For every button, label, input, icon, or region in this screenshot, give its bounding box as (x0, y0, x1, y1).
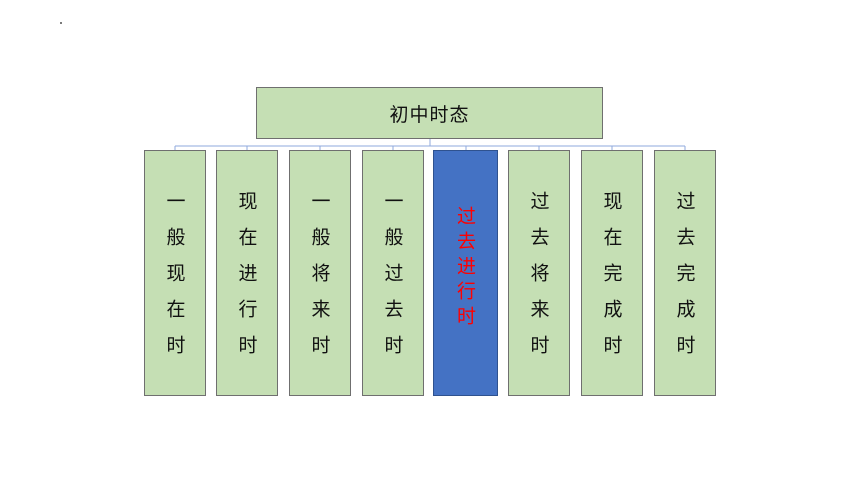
tense-node-past-continuous: 过去进行时 (433, 150, 498, 396)
tense-node-simple-past: 一般过去时 (362, 150, 424, 396)
tense-node-past-future: 过去将来时 (508, 150, 570, 396)
root-node-label: 初中时态 (389, 103, 470, 126)
tense-node-present-perfect: 现在完成时 (581, 150, 643, 396)
tense-node-simple-present: 一般现在时 (144, 150, 206, 396)
tense-node-label: 一般将来时 (308, 191, 331, 371)
tense-node-label: 过去完成时 (673, 191, 696, 371)
tense-node-label: 过去进行时 (454, 206, 476, 331)
tense-node-simple-future: 一般将来时 (289, 150, 351, 396)
root-node: 初中时态 (256, 87, 603, 139)
decorative-dot (60, 22, 62, 24)
tense-node-label: 过去将来时 (527, 191, 550, 371)
tense-node-label: 现在完成时 (600, 191, 623, 371)
tense-node-past-perfect: 过去完成时 (654, 150, 716, 396)
tense-node-label: 一般过去时 (381, 191, 404, 371)
tense-node-present-continuous: 现在进行时 (216, 150, 278, 396)
tense-node-label: 现在进行时 (235, 191, 258, 371)
tense-node-label: 一般现在时 (163, 191, 186, 371)
